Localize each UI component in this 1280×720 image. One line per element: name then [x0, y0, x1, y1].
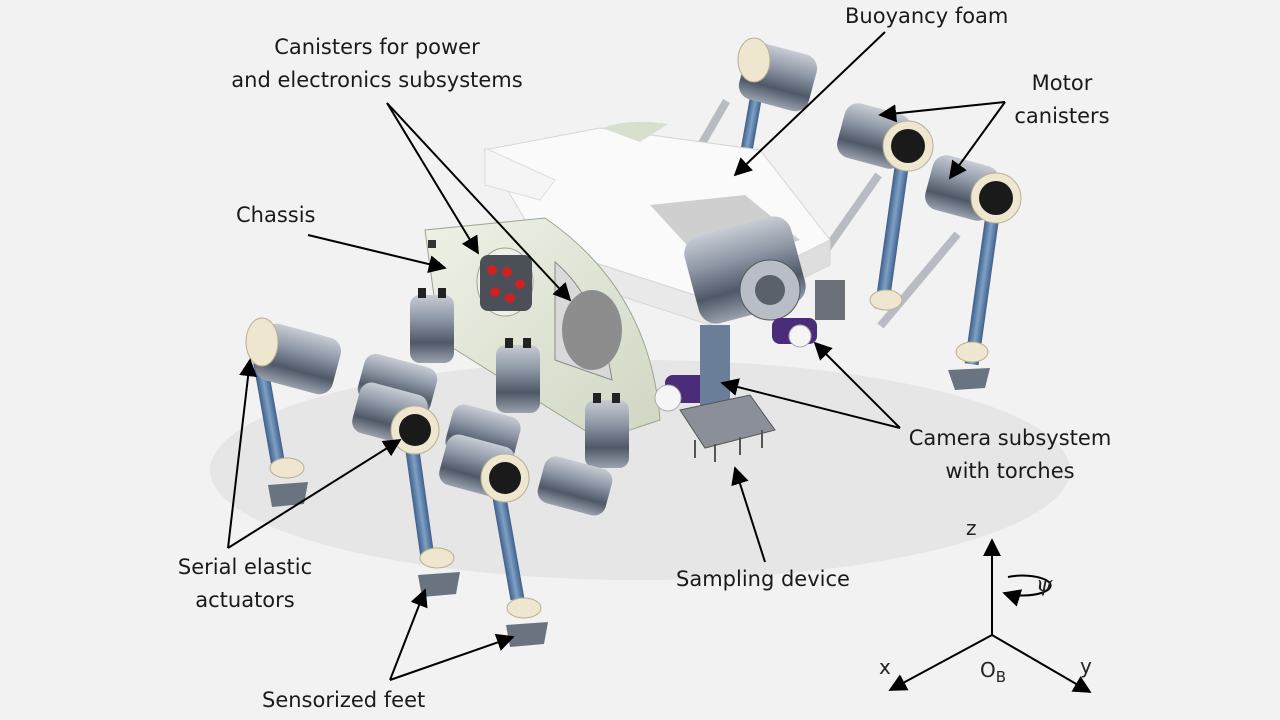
- central-canister: [684, 216, 845, 324]
- electronics-canisters: [410, 288, 629, 468]
- sampling-device: [679, 394, 776, 462]
- front-actuators: [245, 317, 613, 516]
- axis-label-origin: OB: [980, 658, 1006, 686]
- arrow-canisters-2: [386, 102, 572, 302]
- arrow-chassis: [307, 234, 447, 273]
- label-serial-elastic-actuators: Serial elastic actuators: [165, 551, 325, 617]
- label-chassis: Chassis: [236, 203, 316, 227]
- axis-label-psi: ψ: [1036, 572, 1053, 596]
- label-canisters-line2: and electronics subsystems: [231, 68, 523, 92]
- front-legs: [252, 354, 604, 619]
- axis-label-y: y: [1080, 654, 1092, 678]
- label-camera-line1: Camera subsystem: [908, 426, 1112, 450]
- axis-label-z: z: [966, 516, 977, 540]
- x-axis: [888, 634, 993, 691]
- arrow-serial-2: [227, 439, 402, 549]
- label-camera-subsystem: Camera subsystem with torches: [895, 422, 1125, 488]
- label-serial-line1: Serial elastic: [177, 555, 313, 579]
- arrow-camera-2: [813, 341, 901, 429]
- label-sensorized-feet: Sensorized feet: [262, 688, 426, 712]
- arrow-canisters-1: [386, 102, 479, 255]
- arrow-motor-2: [948, 101, 1006, 180]
- coordinate-frame: [888, 538, 1092, 693]
- psi-rotation-arrow: [1002, 574, 1052, 607]
- arrow-serial-1: [227, 358, 258, 549]
- arrow-sampling: [731, 466, 766, 563]
- arrow-motor-1: [878, 101, 1006, 123]
- axis-label-x: x: [879, 655, 891, 679]
- label-canisters: Canisters for power and electronics subs…: [212, 31, 542, 97]
- label-motor-canisters: Motor canisters: [1002, 67, 1122, 133]
- arrow-feet-2: [389, 633, 515, 681]
- arrow-camera-1: [720, 378, 901, 429]
- label-buoyancy-foam: Buoyancy foam: [845, 4, 1009, 28]
- y-axis: [991, 634, 1092, 693]
- origin-subscript: B: [995, 668, 1007, 686]
- label-motor-line2: canisters: [1014, 104, 1110, 128]
- label-serial-line2: actuators: [195, 588, 295, 612]
- sensorized-feet: [268, 482, 548, 647]
- label-canisters-line1: Canisters for power: [274, 35, 480, 59]
- origin-letter: O: [980, 658, 996, 682]
- label-motor-line1: Motor: [1031, 71, 1093, 95]
- rear-motor-canisters: [737, 37, 1022, 224]
- arrow-feet-1: [389, 588, 428, 681]
- annotation-arrows: [227, 31, 1006, 681]
- label-sampling-device: Sampling device: [676, 567, 850, 591]
- label-camera-line2: with torches: [945, 459, 1075, 483]
- arrow-buoyancy: [733, 31, 886, 177]
